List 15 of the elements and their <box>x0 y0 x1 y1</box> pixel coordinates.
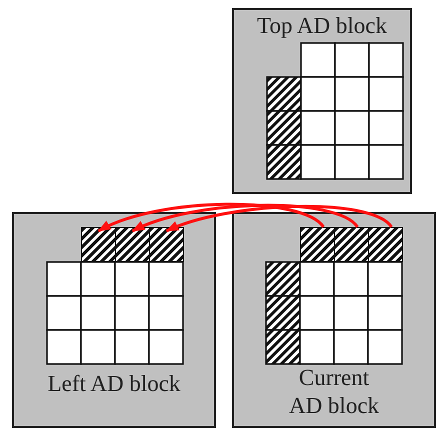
hatched-cell <box>368 227 403 262</box>
hatched-cell <box>81 227 116 262</box>
arrow <box>132 204 359 232</box>
block-label: Top AD block <box>256 12 388 40</box>
block-panel <box>232 8 412 194</box>
hatched-cell <box>300 227 335 262</box>
hatched-cell <box>334 227 369 262</box>
block-label: Current AD block <box>288 364 380 420</box>
block-panel <box>232 212 436 428</box>
hatched-cell <box>115 227 150 262</box>
arrow <box>166 205 393 232</box>
arrow <box>98 202 325 232</box>
hatched-cell <box>149 227 184 262</box>
block-label: Left AD block <box>46 370 182 398</box>
block-panel <box>12 212 216 428</box>
